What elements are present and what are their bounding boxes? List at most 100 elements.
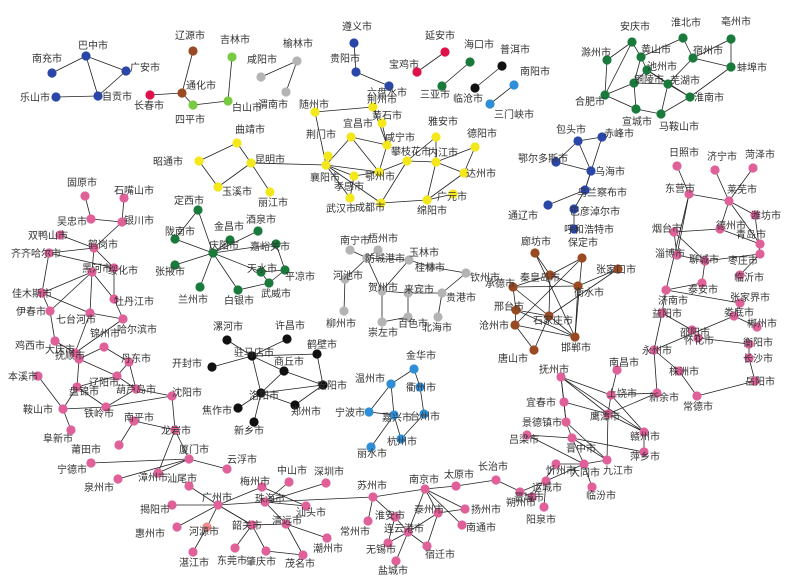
node-rizhao: [672, 161, 682, 171]
node-meizhou: [257, 482, 267, 492]
edge-xuchang-zhumadian: [251, 338, 288, 357]
edge-luoyang-zhengzhou: [260, 392, 296, 406]
label-dongying: 东营市: [665, 182, 695, 195]
edge-ordos-wuhai: [555, 161, 592, 172]
label-jingdezhen: 景德镇市: [522, 416, 562, 429]
edge-shijiazhuang-handan: [548, 315, 576, 338]
edge-bazhong-zigong: [85, 55, 99, 97]
label-yunfu: 云浮市: [227, 453, 257, 466]
edge-yingtan-ganzhou: [607, 413, 645, 433]
edge-harbin-daqing: [74, 318, 124, 354]
node-leshan: [51, 92, 61, 102]
label-zaozhuang: 枣庄市: [728, 254, 758, 267]
label-bengbu: 蚌埠市: [737, 61, 767, 74]
label-xianyang: 咸阳市: [247, 53, 277, 66]
edge-yichun-jixi: [49, 310, 56, 342]
label-bozhou: 亳州市: [721, 15, 751, 28]
label-quanzhou: 泉州市: [84, 481, 114, 494]
edge-zigong-guangan: [97, 70, 127, 97]
node-nanchang: [612, 365, 622, 375]
node-deyang: [470, 142, 480, 152]
edge-jiamusi-qitaihe: [41, 292, 91, 314]
edge-dandong-huludao: [128, 361, 137, 390]
node-changzhi: [491, 475, 501, 485]
node-shantou_w: [184, 481, 194, 491]
edge-deyang-dazhou: [463, 146, 476, 174]
edge-yuncheng-datong: [545, 463, 585, 482]
node-jining: [710, 165, 720, 175]
label-xinxiang: 新乡市: [234, 424, 264, 437]
node-hefei: [600, 90, 610, 100]
node-liaocheng: [700, 256, 710, 266]
label-zigong: 自贡市: [102, 90, 132, 103]
label-chaozhou: 潮州市: [313, 542, 343, 555]
node-xingtai: [511, 305, 521, 315]
edge-jingzhou-suizhou: [314, 106, 374, 113]
node-suizhou: [310, 107, 320, 117]
node-lijiang: [265, 187, 275, 197]
label-datong: 大同市: [570, 466, 600, 479]
node-dazhou: [459, 168, 469, 178]
node-heze: [748, 163, 758, 173]
node-shuozhou: [515, 487, 525, 497]
node-nanjing: [420, 484, 430, 494]
label-zibo: 淄博市: [655, 247, 685, 260]
edge-fangchenggang-hechi: [344, 257, 368, 280]
node-luohe: [222, 335, 232, 345]
node-xinxiang: [249, 417, 259, 427]
edge-baiyin-wuwei: [237, 282, 270, 291]
label-baiyin: 白银市: [224, 294, 254, 307]
label-yulin_gx: 玉林市: [409, 246, 439, 259]
label-yinchuan: 银川市: [124, 214, 154, 227]
node-qingyuan: [281, 519, 291, 529]
node-heihe: [87, 267, 97, 277]
label-cangzhou: 沧州市: [479, 319, 509, 332]
node-taizhou_js: [433, 508, 443, 518]
label-kaifeng: 开封市: [172, 357, 202, 370]
node-haikou: [465, 57, 475, 67]
label-ganzhou: 赣州市: [630, 430, 660, 443]
edge-qingyang-tianshui: [212, 252, 262, 273]
label-jinchang: 金昌市: [214, 220, 244, 233]
label-panjin: 盘锦市: [69, 385, 99, 398]
label-nanchong: 南充市: [32, 52, 62, 65]
label-xianning: 咸宁市: [385, 131, 415, 144]
node-jiujiang: [602, 455, 612, 465]
edge-anyang-zhengzhou: [294, 384, 324, 406]
edge-wenzhou-ningbo: [368, 383, 392, 413]
node-benxi: [33, 371, 43, 381]
node-wuzhou: [373, 245, 383, 255]
node-qinzhou: [461, 268, 471, 278]
node-zhangzhou: [153, 468, 163, 478]
label-guiyang: 贵阳市: [330, 52, 360, 65]
label-changzhou: 常州市: [340, 525, 370, 538]
edge-wuhu-maanshan: [660, 83, 669, 115]
node-changsha: [744, 353, 754, 363]
node-shuangyashan: [55, 230, 65, 240]
node-yichang: [346, 132, 356, 142]
node-shangrao: [606, 390, 616, 400]
label-hebi: 鹤壁市: [307, 338, 337, 351]
edge-luliang-jinzhong: [526, 434, 573, 439]
node-mudanjiang: [109, 294, 119, 304]
label-yuxi: 玉溪市: [222, 185, 252, 198]
label-qiqihar: 齐齐哈尔市: [11, 247, 61, 260]
label-shijiazhuang: 石家庄市: [533, 314, 573, 327]
edge-yanan-baoji: [416, 51, 446, 73]
node-hebi: [312, 349, 322, 359]
node-datong: [579, 459, 589, 469]
edge-qinhuangdao-shijiazhuang: [548, 274, 551, 317]
node-guyuan: [80, 191, 90, 201]
edge-guangzhou-huizhou: [176, 504, 219, 528]
node-harbin: [118, 314, 128, 324]
node-zhangjiakou: [613, 264, 623, 274]
edge-shangqiu-anyang: [283, 370, 324, 386]
label-shenzhen: 深圳市: [314, 465, 344, 478]
edge-laiwu-weifang: [728, 200, 756, 216]
edge-nanjing-nantong: [424, 488, 463, 526]
node-yichun: [45, 306, 55, 316]
label-beihai: 北海市: [422, 321, 452, 334]
label-liaoyuan: 辽源市: [175, 29, 205, 42]
node-yinchuan: [117, 217, 127, 227]
